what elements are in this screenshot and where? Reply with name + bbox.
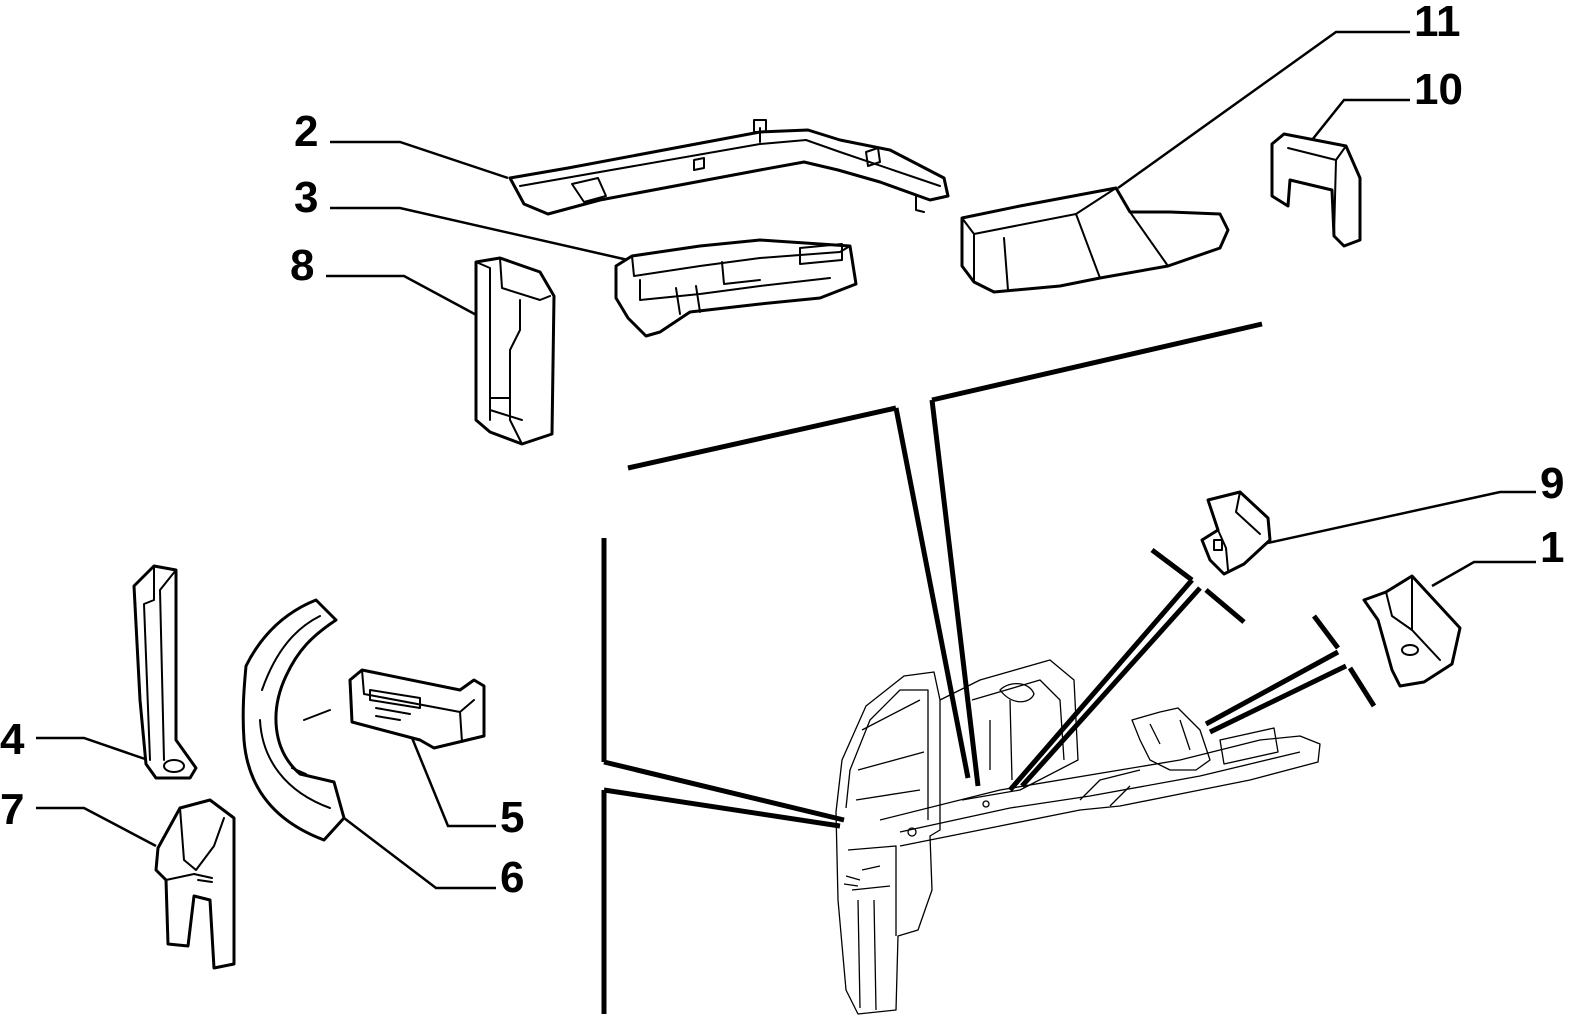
leader-line-2 [330,140,509,180]
leader-lines [36,30,1536,890]
part-8-upright-channel [474,256,556,446]
part-4-long-bracket [132,564,198,780]
callout-label-11: 11 [1414,0,1461,46]
leader-line-7 [36,806,157,848]
callout-label-10: 10 [1414,65,1463,114]
part-6-curved-channel [241,598,346,842]
callout-label-8: 8 [290,241,314,290]
leader-line-10 [1311,98,1410,141]
part-9-clip [1200,490,1272,576]
part-7-fork-bracket [154,798,236,970]
part-5-box-bracket [348,668,486,750]
assembly-guide-lines [601,321,1377,1014]
callout-label-9: 9 [1540,459,1564,508]
callout-label-7: 7 [0,785,24,834]
part-11-box-tray [960,186,1230,294]
leader-line-1 [1431,560,1536,588]
callout-label-4: 4 [0,715,25,764]
leader-line-11 [1117,30,1410,190]
leader-line-5 [406,727,496,828]
part-10-bent-plate [1270,132,1362,248]
main-frame-assembly [835,659,1321,1015]
leader-line-6 [343,817,496,890]
callout-label-6: 6 [500,853,524,902]
leader-line-3 [330,206,629,262]
callout-label-2: 2 [294,107,318,156]
part-2-rail [508,119,950,216]
callout-label-1: 1 [1540,523,1564,572]
part-3-channel-bracket [614,238,858,338]
leader-line-4 [36,736,149,762]
callout-label-5: 5 [500,793,524,842]
part-1-small-bracket [1362,574,1462,688]
callout-label-3: 3 [294,173,318,222]
leader-line-8 [326,274,483,320]
leader-line-9 [1253,490,1536,548]
